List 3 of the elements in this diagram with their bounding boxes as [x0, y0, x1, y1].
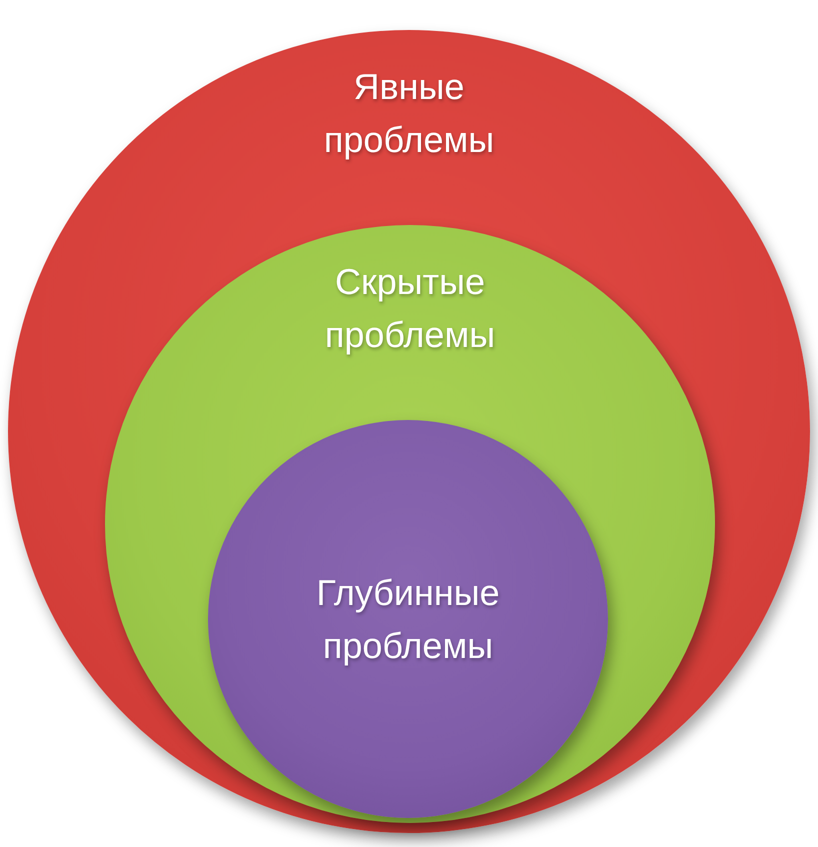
circle-label: Скрытые проблемы	[324, 260, 496, 357]
circle-label: Глубинные проблемы	[316, 571, 500, 668]
circle-label: Явные проблемы	[324, 65, 494, 162]
